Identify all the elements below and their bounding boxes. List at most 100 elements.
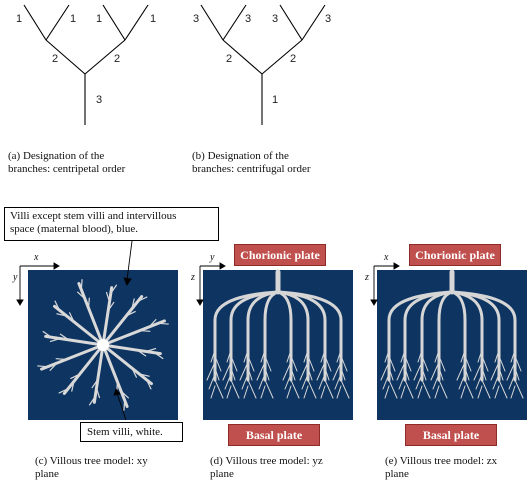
terminal-villus (510, 385, 516, 399)
stem-villus-arm (101, 343, 153, 386)
terminal-villus (464, 379, 474, 399)
stem-villus-branch (450, 290, 484, 382)
terminal-villus (307, 367, 313, 381)
stem-villus-arm (101, 286, 114, 347)
caption-a-line1: (a) Designation of the (8, 150, 105, 162)
terminal-villus (230, 379, 240, 399)
caption-b-line2: branches: centrifugal order (192, 163, 311, 175)
villus-branch (95, 387, 101, 399)
terminal-villus (316, 361, 326, 381)
terminal-villus (214, 367, 220, 381)
stem-villus-branch (450, 290, 501, 382)
terminal-villus (290, 367, 296, 381)
terminal-villus (384, 349, 390, 363)
villus-branch (137, 296, 148, 302)
terminal-villus (438, 379, 448, 399)
terminal-villus (498, 367, 504, 381)
terminal-villus (210, 385, 216, 399)
villi-callout-line2: space (maternal blood), blue. (10, 223, 138, 235)
villus-branch (71, 380, 75, 392)
stem-villi-callout: Stem villi, white. (80, 422, 183, 442)
terminal-villus (336, 385, 342, 399)
terminal-villus (430, 361, 440, 381)
tree-b-mid-label: 2 (226, 53, 233, 65)
terminal-villus (380, 361, 390, 381)
terminal-villus (400, 385, 406, 399)
villus-branch (154, 352, 164, 360)
panel-e-chorionic-plate-label: Chorionic plate (409, 244, 501, 266)
terminal-villus (510, 349, 516, 363)
tree-a-leaf-label: 1 (96, 13, 103, 25)
terminal-villus (320, 385, 326, 399)
terminal-villus (460, 385, 466, 399)
villus-branch (105, 291, 111, 303)
terminal-villus (460, 349, 466, 363)
terminal-villus (307, 355, 315, 372)
terminal-villus (206, 361, 216, 381)
terminal-villus (286, 385, 292, 399)
terminal-villus (398, 373, 406, 390)
terminal-villus (477, 385, 483, 399)
terminal-villus (481, 367, 487, 381)
terminal-villus (214, 379, 224, 399)
terminal-villus (494, 349, 500, 363)
villus-branch (59, 333, 70, 341)
villus-branch (120, 390, 130, 399)
tree-a-trunk-label: 3 (96, 94, 103, 106)
terminal-villus (247, 379, 257, 399)
terminal-villus (458, 373, 466, 390)
panel-d-basal-plate-label: Basal plate (228, 424, 320, 446)
terminal-villus (481, 379, 491, 399)
terminal-villus (490, 361, 500, 381)
terminal-villus (514, 355, 522, 372)
terminal-villus (307, 379, 317, 399)
stem-villus-arm (92, 343, 105, 404)
villus-branch (146, 379, 152, 390)
tree-b-leaf-label: 3 (325, 13, 332, 25)
terminal-villus (477, 349, 483, 363)
terminal-villus (260, 385, 266, 399)
villus-branch (37, 365, 49, 368)
caption-d: (d) Villous tree model: yz plane (210, 455, 370, 481)
panel-d-villous-tree (206, 269, 350, 399)
terminal-villus (388, 355, 396, 372)
terminal-villus (388, 379, 398, 399)
villus-branch (131, 298, 135, 310)
tree-a-diagram (23, 4, 326, 125)
villus-branch (69, 312, 75, 323)
tree-a-mid-label: 2 (114, 53, 121, 65)
terminal-villus (214, 355, 222, 372)
terminal-villus (318, 373, 326, 390)
terminal-villus (413, 361, 423, 381)
terminal-villus (438, 367, 444, 381)
villus-branch (125, 311, 136, 317)
stem-villus-branch (450, 290, 517, 382)
terminal-villus (284, 373, 292, 390)
villus-branch (136, 349, 147, 357)
terminal-villus (230, 367, 236, 381)
villus-branch (107, 301, 115, 312)
terminal-villus (286, 349, 292, 363)
terminal-villus (290, 355, 298, 372)
terminal-villus (492, 373, 500, 390)
caption-d-line1: (d) Villous tree model: yz (210, 455, 323, 467)
terminal-villus (224, 373, 232, 390)
terminal-villus (290, 379, 300, 399)
terminal-villus (514, 367, 520, 381)
villus-branch (110, 284, 118, 294)
terminal-villus (417, 385, 423, 399)
stem-villus-arm (44, 334, 105, 347)
caption-d-line2: plane (210, 468, 234, 480)
tree-b-trunk-label: 1 (272, 94, 279, 106)
panel-e-axes (370, 262, 400, 306)
stem-villus-arm (53, 304, 105, 347)
terminal-villus (282, 361, 292, 381)
terminal-villus (498, 355, 506, 372)
terminal-villus (243, 385, 249, 399)
terminal-villus (334, 373, 342, 390)
panel-c-villous-tree (37, 279, 169, 411)
villus-branch (49, 337, 61, 343)
stem-villus-arm (101, 319, 166, 347)
terminal-villus (434, 349, 440, 363)
